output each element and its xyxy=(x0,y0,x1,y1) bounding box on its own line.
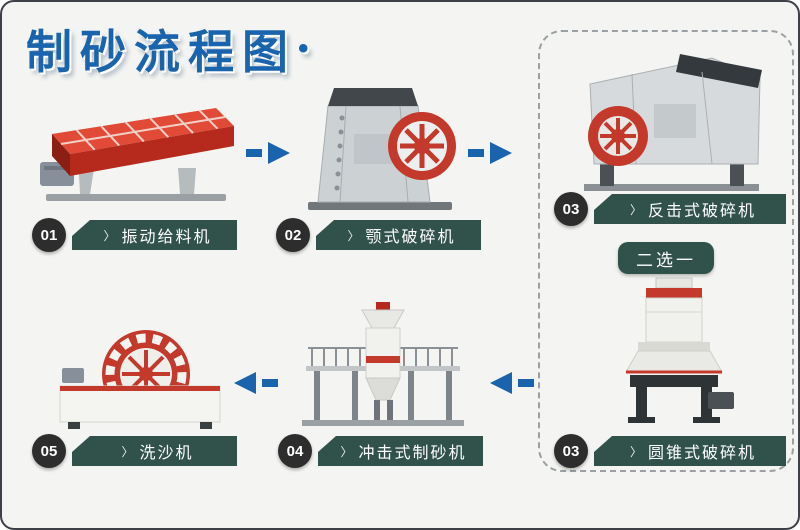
title-dot-icon: • xyxy=(298,32,309,65)
chevron-right-icon: 〉 xyxy=(629,202,642,217)
step-05: 05 〉 洗沙机 xyxy=(32,434,237,468)
chevron-right-icon: 〉 xyxy=(103,228,116,243)
arrow-right-icon xyxy=(468,140,514,166)
step-number-badge: 04 xyxy=(278,434,312,468)
step-02: 02 〉 颚式破碎机 xyxy=(276,218,481,252)
choice-badge: 二选一 xyxy=(618,242,714,274)
chevron-right-icon: 〉 xyxy=(629,444,642,459)
arrow-left-icon xyxy=(232,370,278,396)
chevron-right-icon: 〉 xyxy=(121,444,134,459)
step-label: 冲击式制砂机 xyxy=(358,445,467,462)
choice-group-box xyxy=(538,30,794,472)
step-label-ribbon: 〉 振动给料机 xyxy=(72,220,237,250)
step-label: 反击式破碎机 xyxy=(648,203,757,220)
chevron-right-icon: 〉 xyxy=(340,444,353,459)
step-label: 振动给料机 xyxy=(121,229,212,246)
step-label: 圆锥式破碎机 xyxy=(648,445,757,462)
jaw-crusher-image xyxy=(300,74,460,214)
chevron-right-icon: 〉 xyxy=(347,228,360,243)
step-01: 01 〉 振动给料机 xyxy=(32,218,237,252)
step-label-ribbon: 〉 冲击式制砂机 xyxy=(318,436,483,466)
step-label: 洗沙机 xyxy=(139,445,194,462)
step-03-impact: 03 〉 反击式破碎机 xyxy=(554,192,786,226)
step-number-badge: 05 xyxy=(32,434,66,468)
step-03-cone: 03 〉 圆锥式破碎机 xyxy=(554,434,786,468)
step-number-badge: 03 xyxy=(554,192,588,226)
step-04: 04 〉 冲击式制砂机 xyxy=(278,434,483,468)
vsi-sand-maker-image xyxy=(290,300,475,430)
arrow-left-icon xyxy=(488,370,534,396)
step-number-badge: 03 xyxy=(554,434,588,468)
page-title: 制砂流程图• xyxy=(26,26,309,78)
step-number-badge: 02 xyxy=(276,218,310,252)
vibrating-feeder-image xyxy=(30,94,240,209)
step-label-ribbon: 〉 颚式破碎机 xyxy=(316,220,481,250)
step-number-badge: 01 xyxy=(32,218,66,252)
step-label-ribbon: 〉 反击式破碎机 xyxy=(594,194,786,224)
step-label: 颚式破碎机 xyxy=(365,229,456,246)
cone-crusher-image xyxy=(604,274,744,434)
arrow-right-icon xyxy=(246,140,292,166)
step-label-ribbon: 〉 圆锥式破碎机 xyxy=(594,436,786,466)
step-label-ribbon: 〉 洗沙机 xyxy=(72,436,237,466)
impact-crusher-image xyxy=(562,44,777,194)
sand-washer-image xyxy=(54,324,229,432)
